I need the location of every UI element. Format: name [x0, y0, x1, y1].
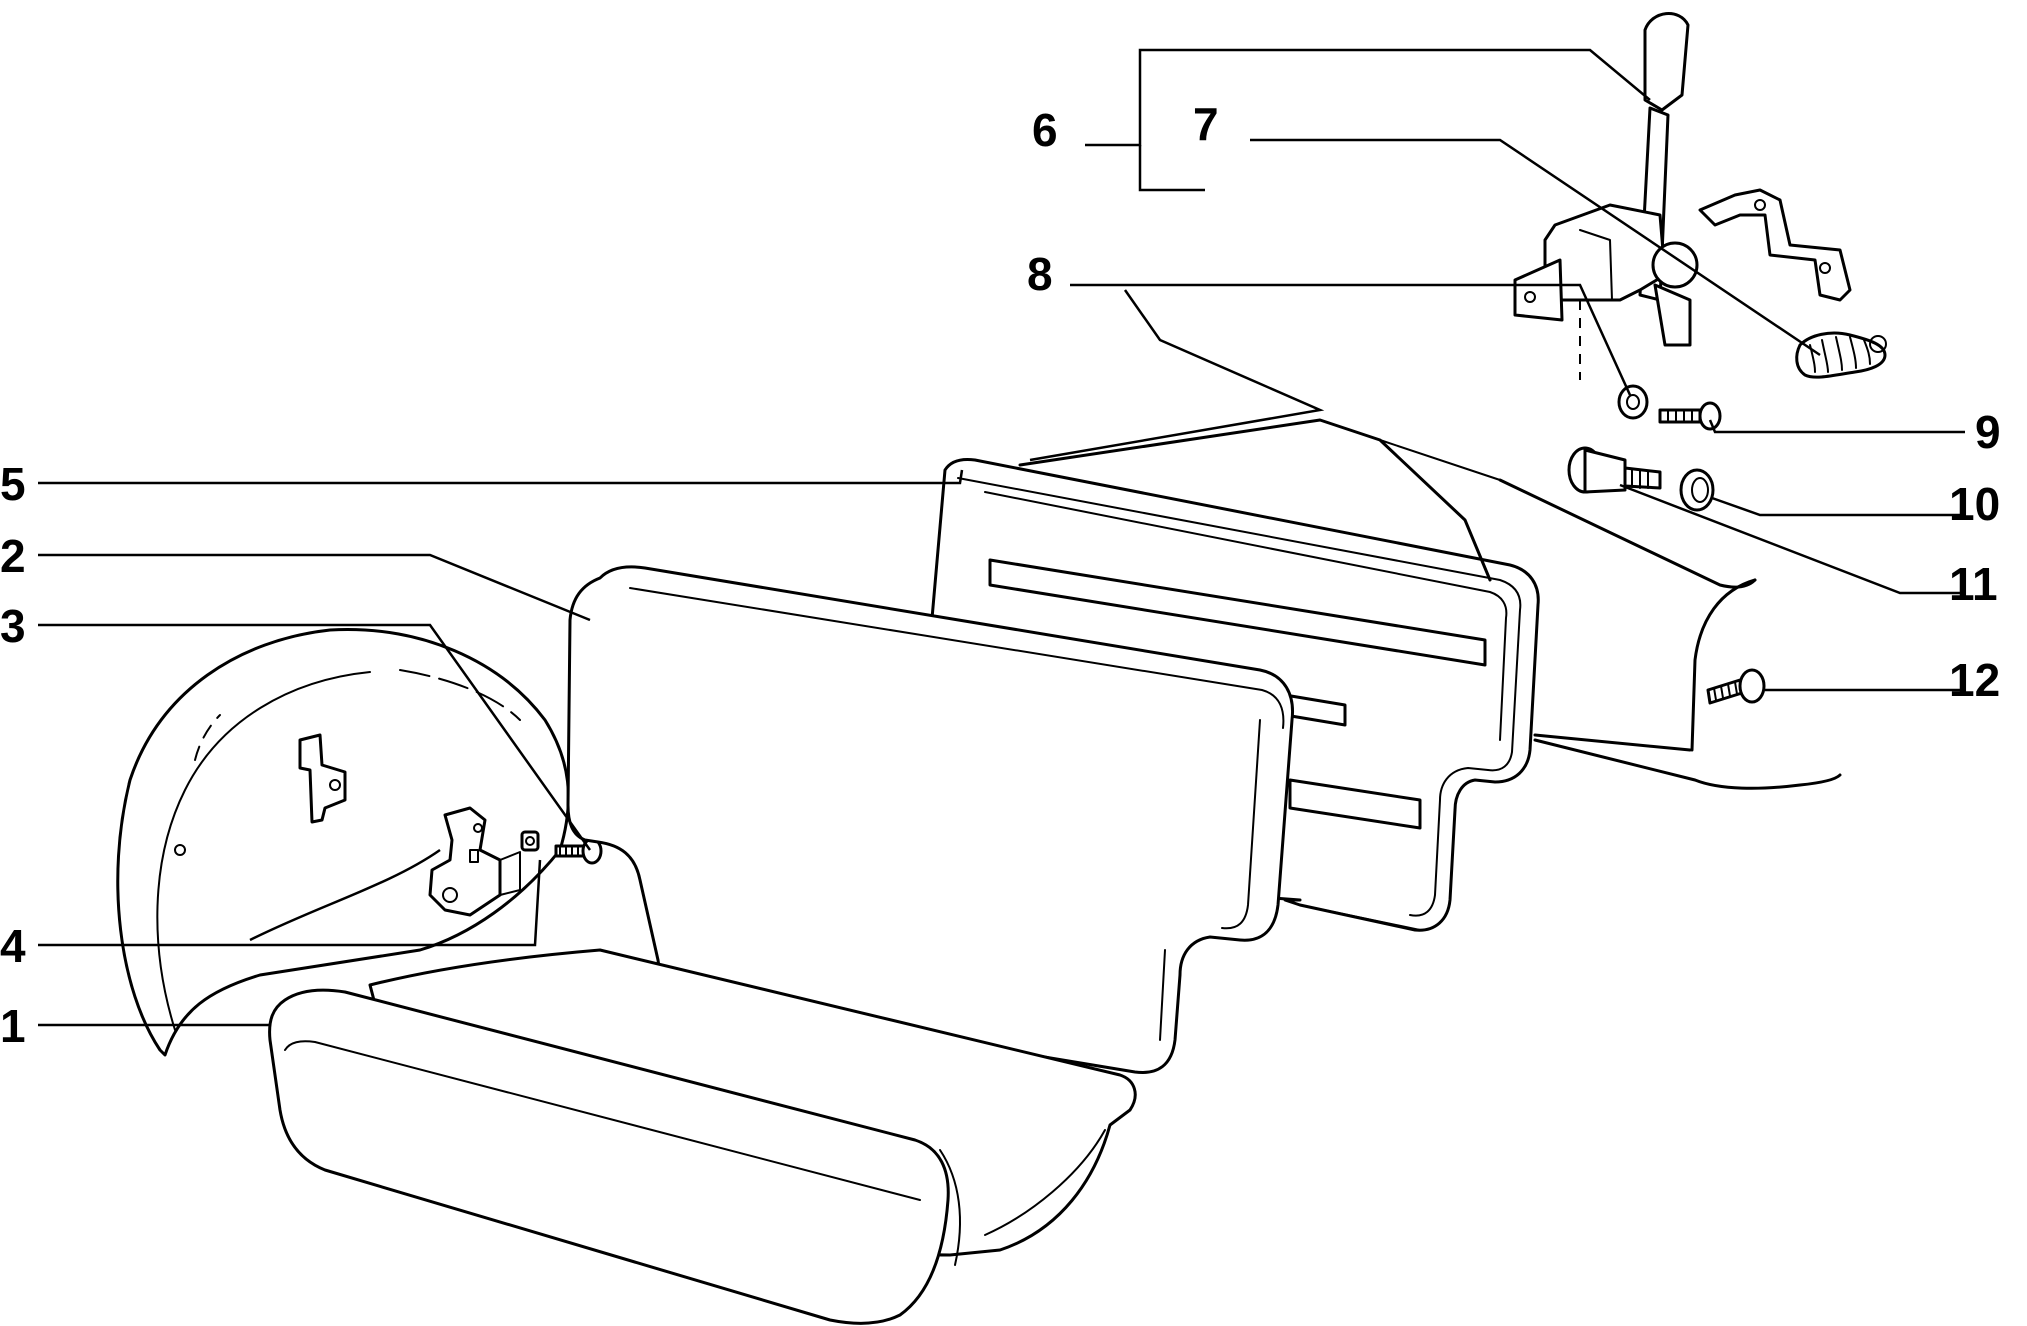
label-part-11: 11 [1949, 558, 1998, 610]
label-part-12: 12 [1949, 654, 2000, 706]
label-part-10: 10 [1949, 478, 2000, 530]
assembly-outline [1018, 418, 1492, 931]
label-part-7: 7 [1193, 98, 1219, 150]
part-labels: 1 2 3 4 5 6 7 8 9 10 11 12 [0, 98, 2001, 1052]
label-part-6: 6 [1032, 104, 1058, 156]
label-part-2: 2 [0, 530, 26, 582]
label-part-3: 3 [0, 600, 26, 652]
retaining-ring [1679, 468, 1715, 512]
pivot-pin [1567, 446, 1662, 494]
label-part-9: 9 [1975, 406, 2001, 458]
label-part-8: 8 [1027, 248, 1053, 300]
backrest-cushion [566, 565, 1295, 1075]
label-part-1: 1 [0, 1000, 26, 1052]
screw-part-12 [1706, 668, 1766, 705]
wheel-arch-panel [116, 628, 570, 1057]
nut-small [520, 830, 540, 852]
leader-lines [38, 48, 1965, 1027]
bolt-part-9 [1658, 401, 1722, 431]
spring [1795, 331, 1887, 379]
washer-part-8 [1617, 384, 1649, 420]
side-cover [1379, 439, 1842, 790]
hinge-bracket [428, 806, 521, 917]
label-part-5: 5 [0, 458, 26, 510]
label-part-4: 4 [0, 920, 26, 972]
seat-cushion [268, 948, 1137, 1325]
release-lever-assembly [1513, 12, 1852, 380]
